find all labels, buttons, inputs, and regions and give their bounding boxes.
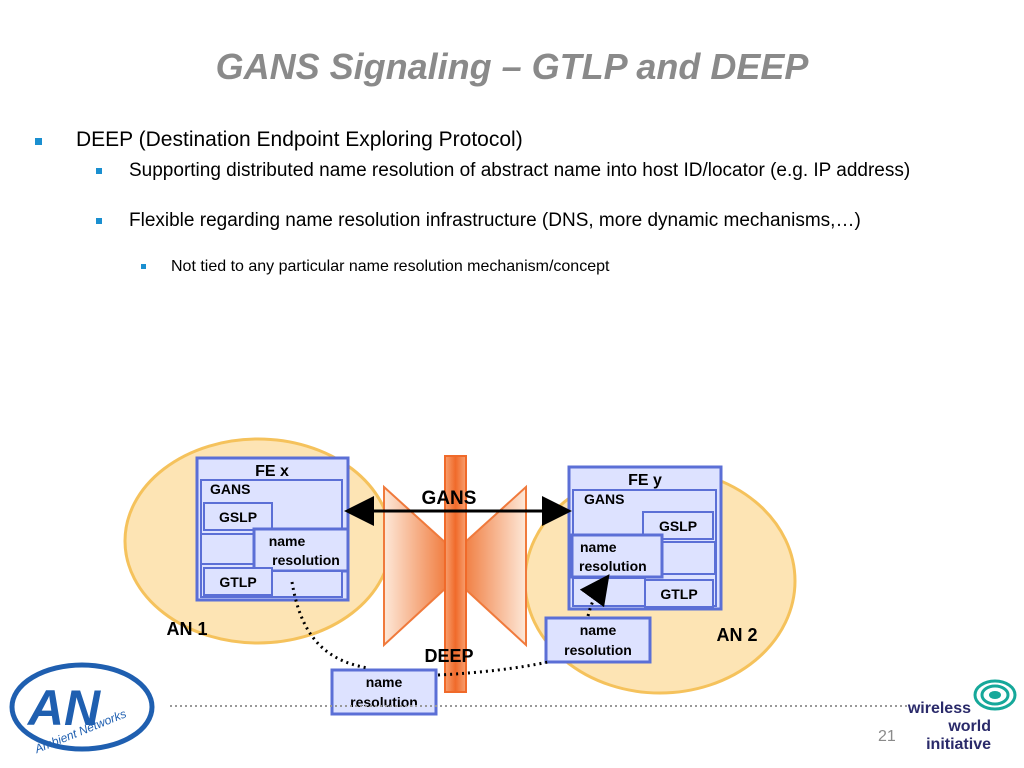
fe-x-name-resolution-line1: name: [269, 533, 306, 549]
dotted-link-fe-x: [290, 581, 369, 670]
ambient-networks-logo-mark: AN: [26, 680, 101, 736]
fe-y-gans-label: GANS: [584, 491, 624, 507]
external-name-resolution-right-line1: name: [580, 622, 617, 638]
page-number: 21: [878, 728, 896, 745]
wwi-line2: world: [947, 718, 991, 735]
fe-x-gslp-label: GSLP: [219, 509, 257, 525]
ambient-networks-logo: AN Ambient Networks: [9, 662, 155, 756]
bullet-square-icon: [35, 138, 42, 145]
bullet-text: Not tied to any particular name resoluti…: [171, 258, 610, 275]
an2-label: AN 2: [716, 625, 757, 645]
bullet-text: DEEP (Destination Endpoint Exploring Pro…: [76, 128, 523, 151]
fe-y-name-resolution-line1: name: [580, 539, 617, 555]
fe-x-gslp-box: [203, 502, 273, 531]
bullet-text: Flexible regarding name resolution infra…: [129, 210, 861, 231]
fe-x-name-resolution-line2: resolution: [272, 552, 340, 568]
fe-y-name-resolution-box: [570, 533, 664, 579]
wwi-line3: initiative: [926, 736, 991, 753]
external-name-resolution-right: [544, 616, 652, 664]
wwi-swirl-inner-icon: [980, 684, 1010, 706]
bullet-square-icon: [96, 168, 102, 174]
wireless-world-initiative-logo: wireless world initiative: [907, 679, 1017, 753]
dotted-link-deep: [437, 660, 549, 677]
bullet-text: Supporting distributed name resolution o…: [129, 160, 911, 181]
wwi-swirl-icon: [973, 679, 1017, 711]
external-name-resolution-bottom-line2: resolution: [350, 694, 418, 710]
ambient-networks-logo-ring: [9, 662, 155, 752]
deep-label: DEEP: [424, 646, 473, 666]
fe-x-lower-box: [271, 570, 343, 598]
fe-y-empty-box: [659, 541, 716, 575]
external-name-resolution-right-line2: resolution: [564, 642, 632, 658]
bullet-square-icon: [96, 218, 102, 224]
bullet-square-icon: [141, 264, 146, 269]
external-name-resolution-bottom-line1: name: [366, 674, 403, 690]
fe-y-gtlp-label: GTLP: [660, 586, 697, 602]
fe-x-gtlp-label: GTLP: [219, 574, 256, 590]
fe-y-title: FE y: [628, 472, 662, 489]
fe-y-gslp-box: [642, 511, 714, 540]
gans-label: GANS: [422, 488, 477, 509]
fe-x-gans-label: GANS: [210, 481, 250, 497]
external-name-resolution-bottom: [330, 668, 438, 716]
wwi-line1: wireless: [907, 700, 971, 717]
fe-x-empty-box: [200, 533, 262, 565]
fe-x-title: FE x: [255, 463, 289, 480]
fe-y-gtlp-box: [644, 579, 714, 608]
wwi-swirl-core-icon: [989, 691, 1001, 699]
fe-y-gslp-label: GSLP: [659, 518, 697, 534]
fe-y-lower-box: [572, 577, 646, 607]
an1-label: AN 1: [166, 619, 207, 639]
fe-y-name-resolution-line2: resolution: [579, 558, 647, 574]
slide-title: GANS Signaling – GTLP and DEEP: [215, 46, 809, 87]
